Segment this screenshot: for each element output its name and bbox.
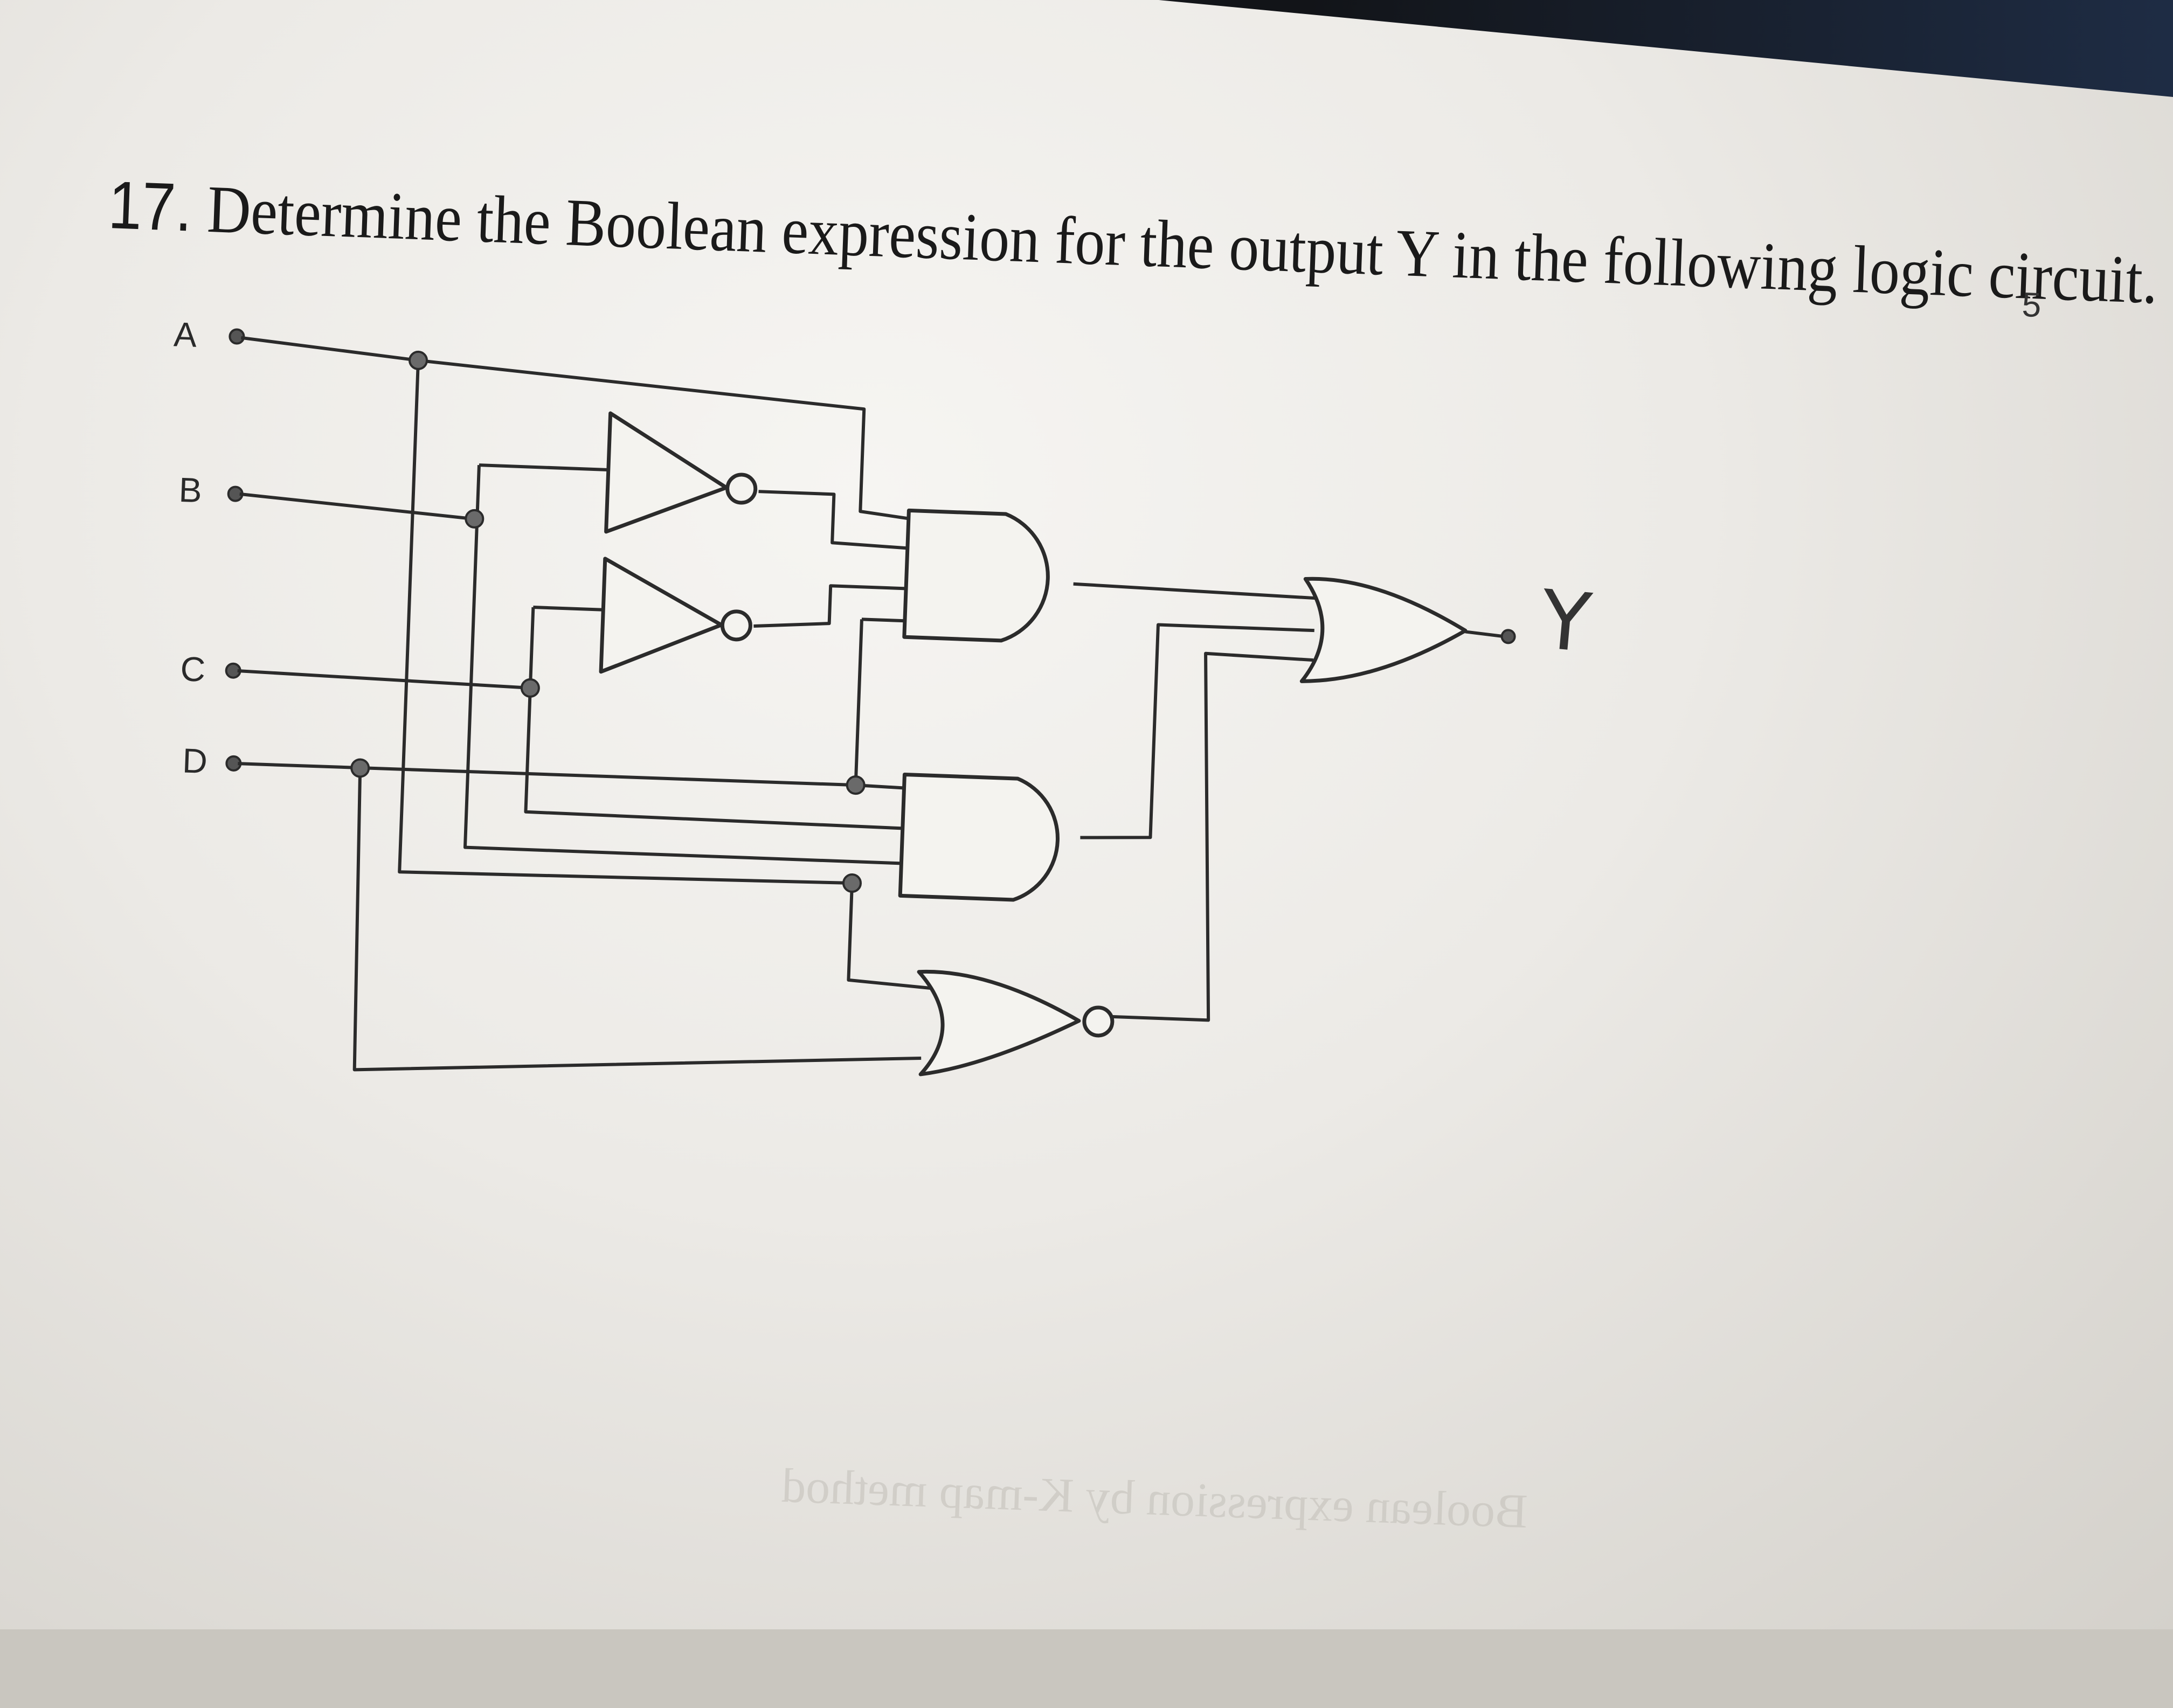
input-label-b: B <box>178 470 203 510</box>
or-gate-output <box>1299 577 1516 683</box>
wire-c <box>237 606 903 830</box>
junction-dot <box>520 678 540 698</box>
not-gate-b <box>604 411 758 534</box>
input-label-d: D <box>182 741 208 781</box>
wire-d <box>238 762 922 1072</box>
input-label-a: A <box>173 315 198 355</box>
not-gate-c <box>599 557 752 674</box>
output-label-y: Y <box>1537 573 1595 671</box>
wire-gate-outputs <box>1073 582 1316 1022</box>
and-gate-1 <box>902 508 1050 643</box>
junction-dot <box>409 350 428 370</box>
wire-a <box>240 336 935 990</box>
paper-sheet <box>0 0 2173 1629</box>
junction-dot <box>842 873 862 893</box>
junction-dot <box>465 509 485 529</box>
input-label-c: C <box>179 649 206 689</box>
junction-dot <box>846 775 866 795</box>
nor-gate <box>917 969 1115 1077</box>
wire-b <box>239 463 902 865</box>
wire-not-outputs <box>753 490 908 787</box>
and-gate-2 <box>898 772 1060 902</box>
junction-dot <box>350 758 370 778</box>
